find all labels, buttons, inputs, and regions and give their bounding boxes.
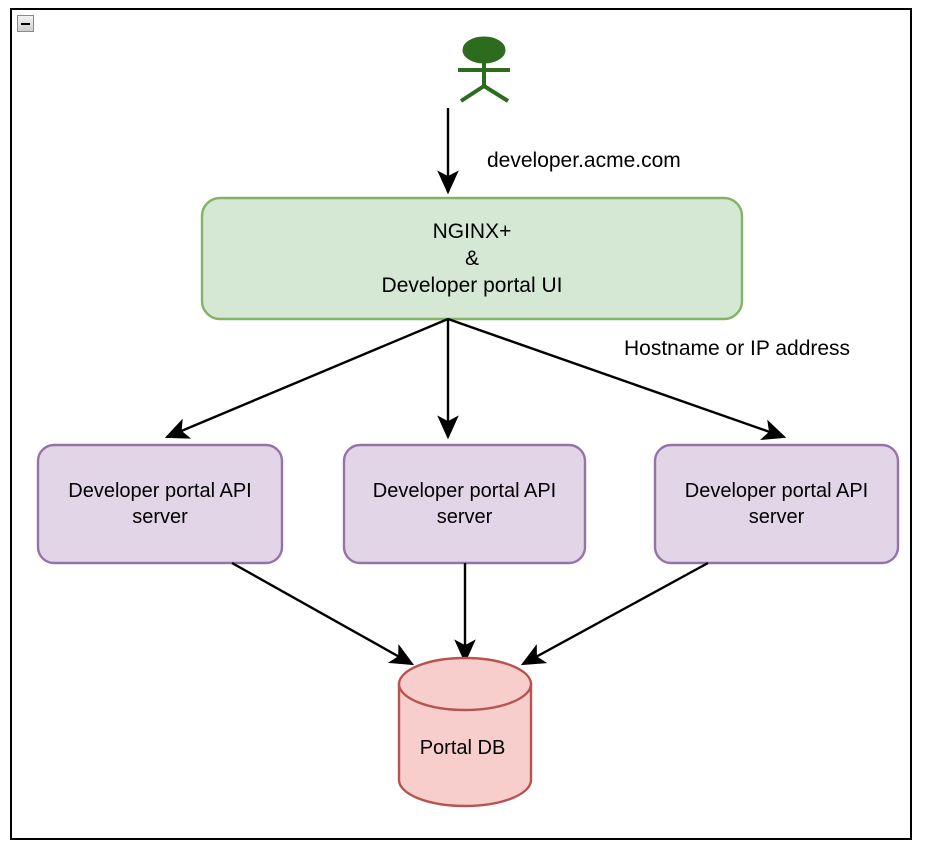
- edge-gateway-to-api-3: [447, 317, 787, 441]
- node-nginx-gateway[interactable]: [200, 196, 744, 321]
- edge-api-1-to-db: [231, 561, 415, 666]
- node-api-server-3[interactable]: [653, 443, 900, 565]
- edge-api-3-to-db: [520, 561, 709, 666]
- edge-label-backend-target: Hostname or IP address: [624, 337, 851, 360]
- edge-label-entry-point: developer.acme.com: [487, 149, 681, 172]
- node-portal-db[interactable]: [397, 656, 533, 808]
- collapse-icon[interactable]: [17, 15, 34, 32]
- node-api-server-2[interactable]: [342, 443, 587, 565]
- minimize-bar-icon: [21, 23, 30, 25]
- node-api-server-1[interactable]: [36, 443, 284, 565]
- user-actor-icon: [458, 36, 510, 103]
- edge-gateway-to-api-1: [164, 317, 449, 439]
